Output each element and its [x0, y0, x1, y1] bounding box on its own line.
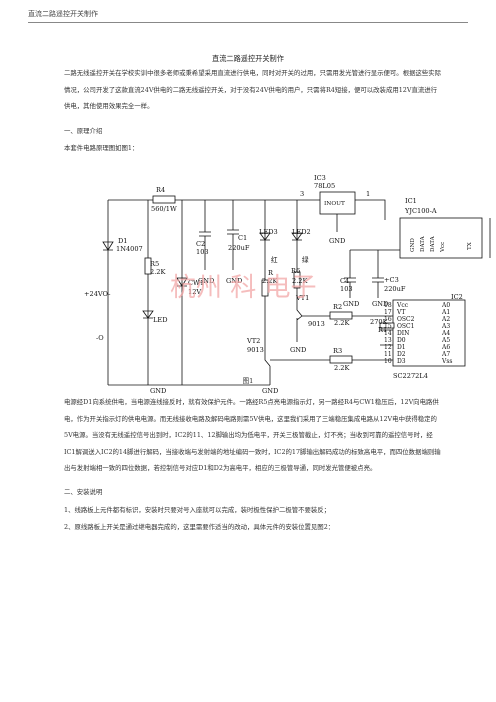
r6-value: 2.2K — [292, 277, 308, 285]
led-label: LED — [153, 316, 167, 324]
install-item-2: 2、原线路板上开关是通过继电器完成的，这里需要作适当的改动，具体元件的安装位置见… — [64, 523, 335, 531]
c1-gnd: GND — [226, 277, 242, 285]
c1-value: 220uF — [228, 244, 250, 252]
ic1-part: YJC100-A — [404, 207, 437, 215]
r1-label: R1 — [378, 326, 387, 334]
ic2-pin-10: 10 — [384, 358, 392, 365]
r5-label: R5 — [150, 260, 159, 268]
ic3-gnd: GND — [329, 237, 345, 245]
ic2-pin-16: 16 — [384, 316, 392, 323]
ic3-pin1: 1 — [366, 190, 370, 198]
led2-color: 绿 — [302, 255, 309, 264]
running-header: 直流二路遥控开关制作 — [28, 10, 98, 18]
intro-paragraph: 二路无线遥控开关在学校实训中很多老师或秉希望采用直流进行供电，同时对开关的过用，… — [64, 69, 442, 111]
ic1-pin-data-1: DATA — [420, 235, 426, 252]
ic2-pin-13: 13 — [384, 337, 392, 344]
ic2-left-2: OSC2 — [397, 316, 415, 323]
r2-label: R2 — [333, 303, 342, 311]
figure-caption: 图1 — [242, 377, 254, 385]
ic3-pins: INOUT — [324, 201, 345, 207]
d1-value: 1N4007 — [116, 245, 143, 253]
ic2-pin-17: 17 — [384, 309, 392, 316]
ic2-right-5: A5 — [441, 337, 450, 344]
ic2-right-0: A0 — [441, 302, 450, 309]
ic2-left-1: VT — [396, 309, 405, 316]
install-item-1: 1、线路板上元件都有标识，安装时只要对号入座就可以完成，装时极性保护二极管不要装… — [64, 506, 331, 514]
ic2-pin-11: 11 — [384, 351, 392, 358]
power-input-label: +24VO- — [84, 290, 110, 298]
r6-label: R6 — [291, 267, 300, 275]
watermark-text: 杭州 科 电子 — [170, 273, 317, 303]
ic2-left-5: D0 — [397, 337, 406, 344]
led3-label: LED3 — [259, 228, 278, 236]
ic3-label: IC3 — [314, 174, 326, 182]
figure-intro-text: 本套件电路原理图如图1： — [64, 144, 139, 152]
document-title: 直流二路遥控开关制作 — [212, 54, 284, 63]
ic2-right-7: A7 — [441, 351, 450, 358]
section-heading-principle: 一、原理介绍 — [64, 127, 103, 135]
vt2-gnd: GND — [262, 387, 278, 395]
r3-label: R3 — [333, 347, 342, 355]
c4-value: 103 — [340, 285, 353, 293]
ic2-left-7: D2 — [397, 351, 406, 358]
c3-gnd: GND — [372, 300, 388, 308]
explanation-paragraph: 电源经D1向系统供电，当电源连线接反时，就有效保护元件。一路经R5点亮电源指示灯… — [64, 398, 441, 473]
header-rule — [28, 22, 468, 23]
c4-gnd: GND — [343, 300, 359, 308]
vt2-value: 9013 — [247, 346, 264, 354]
vt2-label: VT2 — [246, 337, 260, 345]
ic2-left-0: Vcc — [396, 302, 409, 309]
c1-label: C1 — [238, 234, 247, 242]
ic1-pin-tx: TX — [467, 242, 473, 250]
cw1-label: CW1 — [188, 279, 204, 287]
ic2-label: IC2 — [451, 293, 463, 301]
r2-value: 2.2K — [334, 319, 350, 327]
rail-gnd: GND — [150, 387, 166, 395]
section-heading-install: 二、安装说明 — [64, 488, 103, 496]
c2-gnd: GND — [198, 277, 214, 285]
ic2-right-2: A2 — [441, 316, 450, 323]
r4-value: 560/1W — [151, 205, 177, 213]
ic3-pin3: 3 — [300, 190, 304, 198]
r3-value: 2.2K — [334, 364, 350, 372]
d1-label: D1 — [118, 237, 127, 245]
ic2-left-4: DIN — [397, 330, 409, 337]
ic2-part: SC2272L4 — [393, 372, 428, 380]
negative-input-label: -O — [96, 334, 104, 342]
ic2-pin-18: 18 — [384, 302, 392, 309]
r1-value: 270K — [370, 318, 389, 326]
ic2-left-6: D1 — [397, 344, 406, 351]
c2-label: C2 — [196, 240, 205, 248]
r5-value: 2.2K — [150, 268, 166, 276]
ic1-label: IC1 — [405, 197, 417, 205]
cw1-value: 12V — [188, 288, 201, 296]
r-left-value: 2.2K — [262, 277, 278, 285]
r-left-label: R — [268, 269, 274, 277]
ic2-pin-15: 15 — [384, 323, 392, 330]
c3-label: +C3 — [384, 276, 399, 284]
ic1-pin-data-2: DATA — [430, 235, 436, 252]
ic2-right-4: A4 — [441, 330, 450, 337]
ic1-pin-vcc: Vcc — [440, 242, 446, 253]
vt1-value: 9013 — [308, 320, 325, 328]
ic2-pin-14: 14 — [384, 330, 392, 337]
ic2-left-3: OSC1 — [397, 323, 414, 330]
led3-color: 红 — [271, 255, 278, 264]
ic2-right-1: A1 — [441, 309, 450, 316]
ic2-right-3: A3 — [441, 323, 450, 330]
vt1-label: VT1 — [295, 294, 309, 302]
ic2-right-8: Vss — [441, 358, 453, 365]
c3-value: 220uF — [384, 285, 406, 293]
ic2-left-8: D3 — [397, 358, 406, 365]
vt1-gnd: GND — [290, 346, 306, 354]
ic2-right-6: A6 — [441, 344, 450, 351]
r4-label: R4 — [156, 186, 165, 194]
c2-value: 103 — [196, 248, 209, 256]
ic2-pin-12: 12 — [384, 344, 392, 351]
ic3-part: 78L05 — [314, 182, 335, 190]
c4-label: C4 — [340, 277, 349, 285]
led2-label: LED2 — [292, 228, 311, 236]
ic1-pin-gnd: GND — [410, 238, 416, 252]
